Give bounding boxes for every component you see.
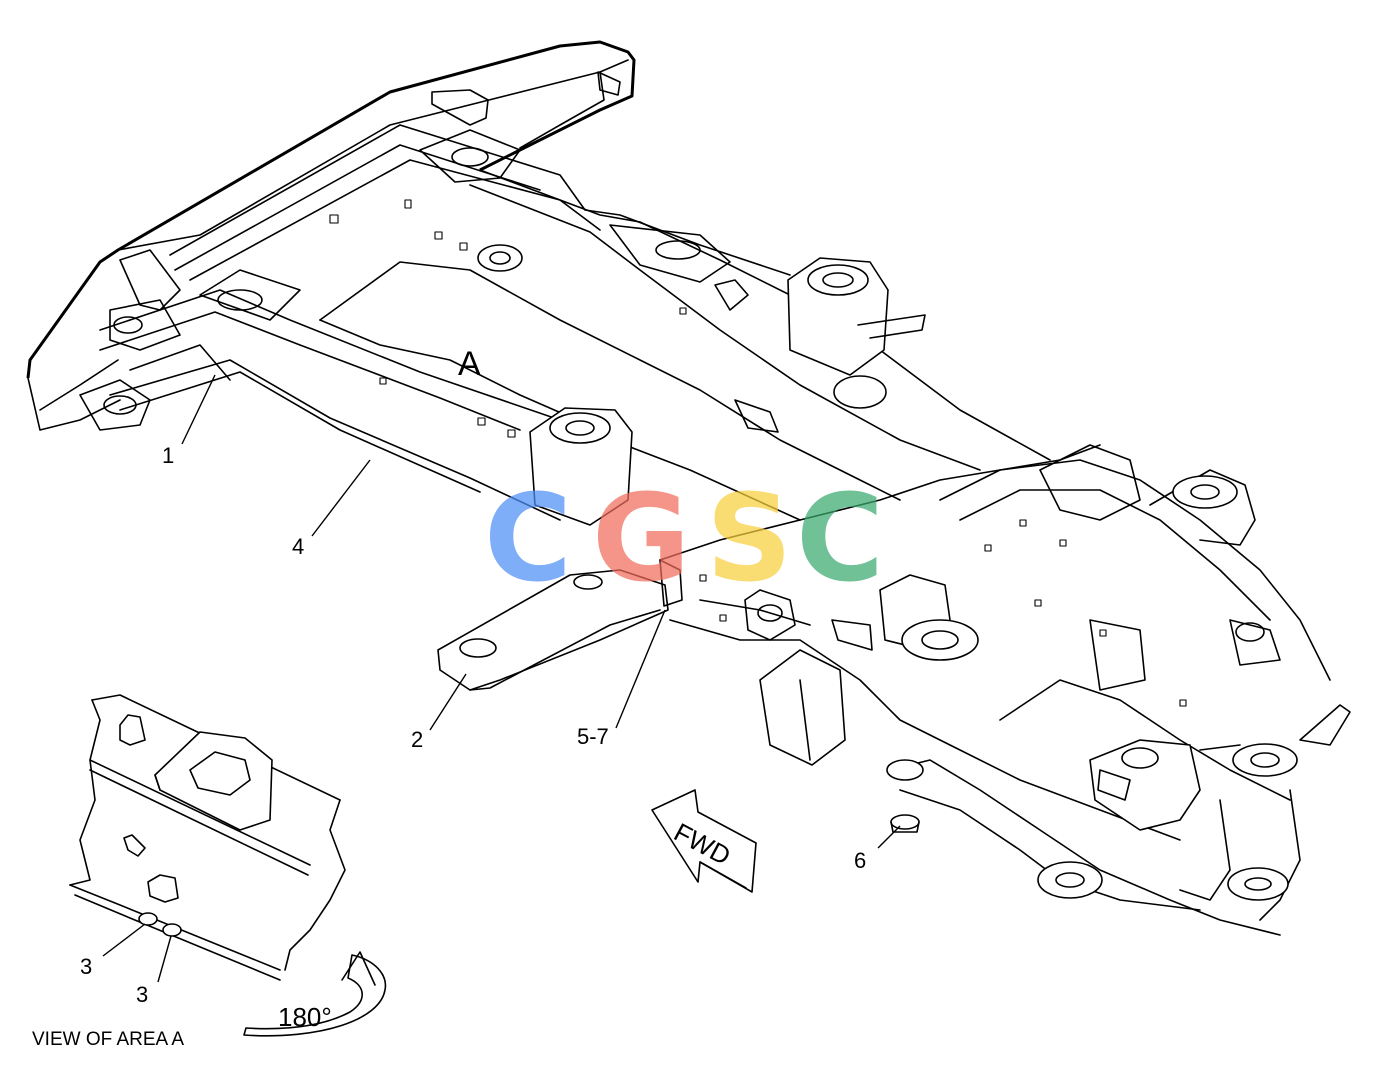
watermark-letter-3: S [706,470,792,609]
callout-3a: 3 [80,954,92,979]
callout-6: 6 [854,848,866,873]
front-left-plate [437,569,669,691]
callout-4: 4 [292,534,304,559]
area-label: A [458,345,481,383]
callout-numbers: 1 4 2 5-7 6 3 3 [80,443,866,1007]
bushing-item-6 [890,814,920,830]
counterweight [26,40,636,379]
fwd-arrow: FWD [651,789,757,893]
bolt-markers [329,199,1187,707]
watermark-letter-2: G [592,470,691,609]
tower-block-rear [787,257,889,376]
rear-right-link [1089,739,1201,831]
watermark: C G S C [484,470,884,609]
callout-1: 1 [162,443,174,468]
callout-5-7: 5-7 [577,724,609,749]
inset-view-area-a [69,694,346,981]
callout-3b: 3 [136,982,148,1007]
view-caption: VIEW OF AREA A [32,1029,184,1050]
watermark-letter-1: C [484,470,572,609]
callout-2: 2 [411,727,423,752]
leader-lines [102,374,901,983]
rotation-label: 180° [278,1002,332,1032]
rotation-arrow: 180° [243,951,387,1037]
watermark-letter-4: C [796,470,884,609]
main-frame [26,40,1351,936]
front-hanger [759,649,846,766]
